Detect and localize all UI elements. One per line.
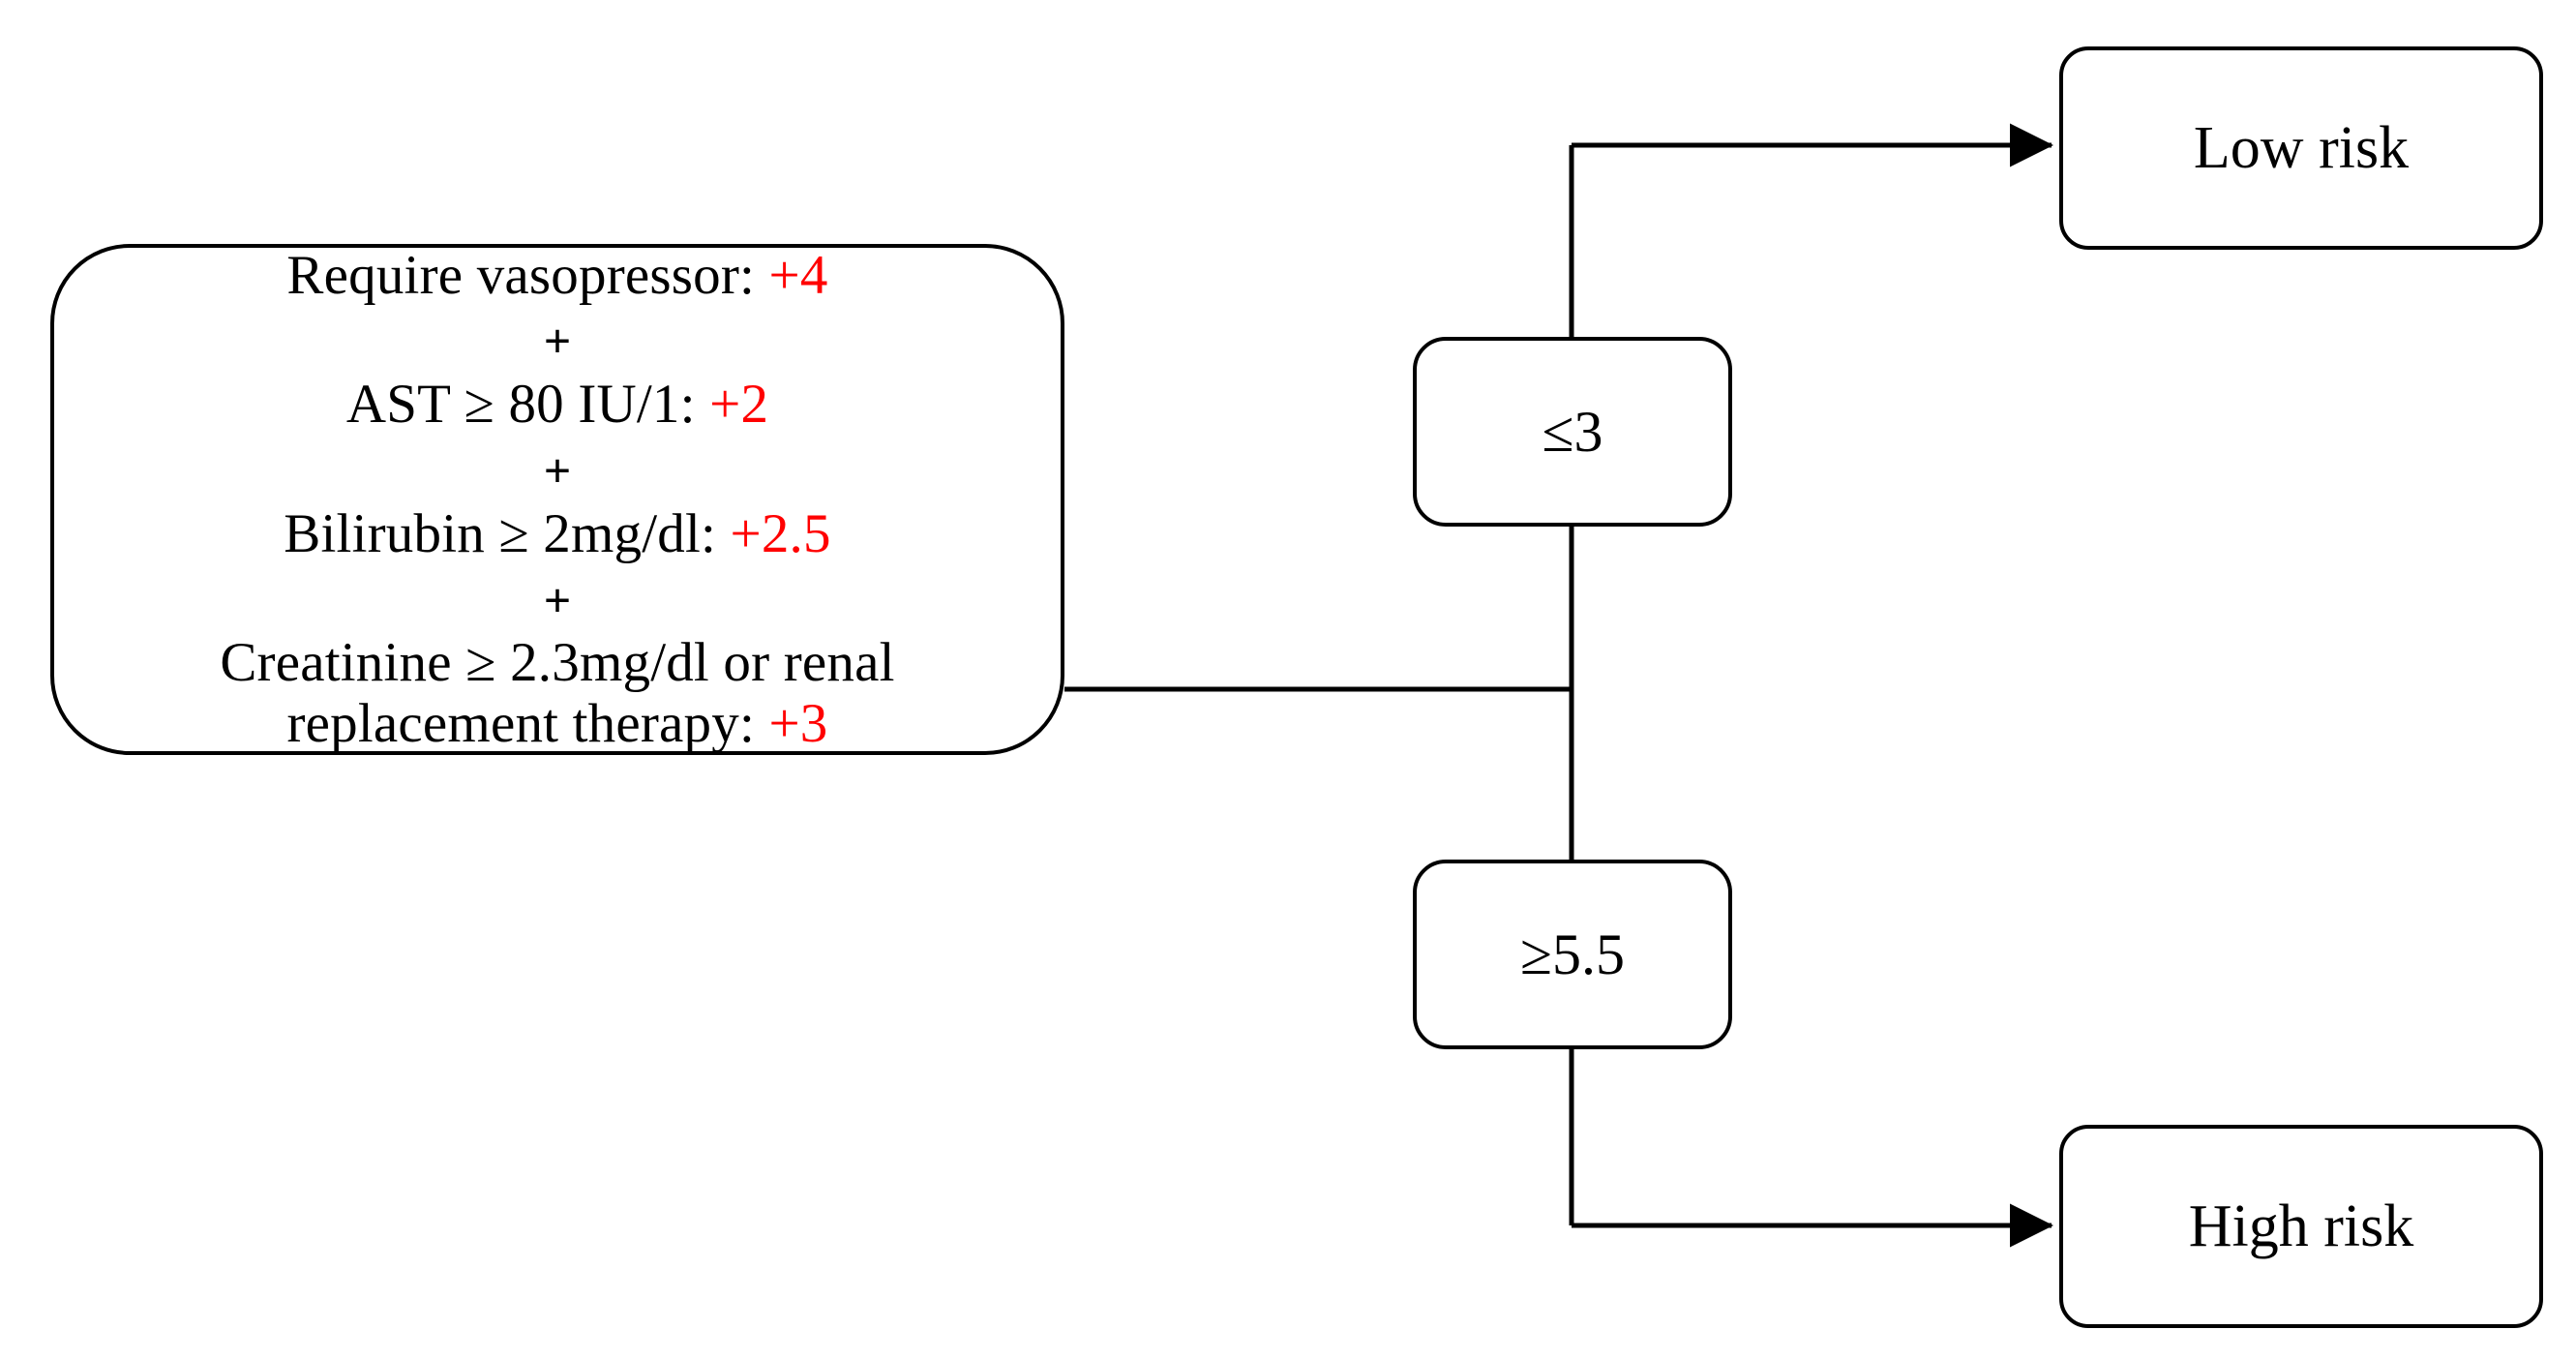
- criteria-label: Creatinine ≥ 2.3mg/dl or renal replaceme…: [220, 632, 895, 754]
- criteria-score: +3: [768, 692, 828, 754]
- criteria-score: +4: [768, 244, 828, 306]
- criteria-item-creatinine: Creatinine ≥ 2.3mg/dl or renal replaceme…: [81, 632, 1033, 754]
- outcome-box-low-risk: Low risk: [2059, 46, 2543, 250]
- criteria-score: +2: [709, 374, 769, 436]
- outcome-label: High risk: [2188, 1193, 2414, 1259]
- criteria-item-ast: AST ≥ 80 IU/1: +2: [346, 374, 768, 436]
- criteria-box: Require vasopressor: +4 + AST ≥ 80 IU/1:…: [50, 244, 1064, 755]
- criteria-operator: +: [543, 573, 572, 628]
- outcome-box-high-risk: High risk: [2059, 1125, 2543, 1328]
- decision-box-low-threshold: ≤3: [1413, 337, 1732, 527]
- criteria-operator: +: [543, 314, 572, 369]
- decision-box-high-threshold: ≥5.5: [1413, 860, 1732, 1049]
- criteria-item-bilirubin: Bilirubin ≥ 2mg/dl: +2.5: [284, 503, 830, 565]
- decision-label: ≤3: [1542, 399, 1603, 464]
- criteria-operator: +: [543, 443, 572, 499]
- criteria-item-vasopressor: Require vasopressor: +4: [286, 245, 827, 307]
- criteria-score: +2.5: [730, 503, 831, 565]
- decision-label: ≥5.5: [1520, 922, 1625, 986]
- outcome-label: Low risk: [2193, 114, 2410, 181]
- criteria-label: AST ≥ 80 IU/1:: [345, 374, 696, 436]
- criteria-label: Require vasopressor:: [286, 244, 756, 306]
- criteria-label: Bilirubin ≥ 2mg/dl:: [284, 503, 717, 565]
